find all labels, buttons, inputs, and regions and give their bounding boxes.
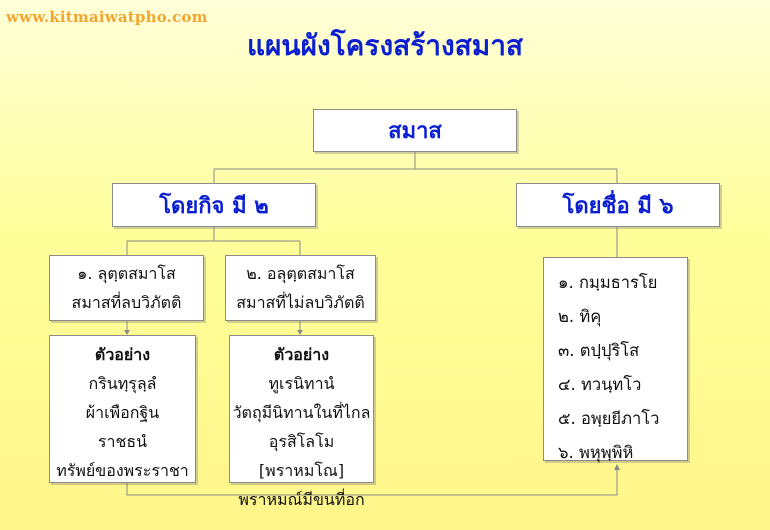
branch-by-function-box: โดยกิจ มี ๒ — [112, 183, 316, 227]
name-item: ๕. อพฺยยีภาโว — [558, 409, 660, 428]
type2-name: ๒. อลุตฺตสมาโส — [246, 264, 355, 283]
type2-meaning: สมาสที่ไม่ลบวิภัตติ — [236, 293, 365, 312]
example1-heading: ตัวอย่าง — [94, 345, 151, 364]
diagram-title: แผนผังโครงสร้างสมาส — [246, 29, 524, 62]
root-box: สมาส — [313, 109, 517, 152]
name-item: ๑. กมฺมธารโย — [558, 273, 658, 292]
example1-item: ผ้าเพือกฐิน — [85, 403, 160, 422]
type1-box: ๑. ลุตฺตสมาโส สมาสที่ลบวิภัตติ — [49, 255, 204, 321]
type1-name: ๑. ลุตฺตสมาโส — [77, 264, 176, 283]
name-item: ๒. ทิคุ — [558, 307, 602, 326]
example2-item: พราหมณ์มีขนที่อก — [238, 490, 365, 509]
arrow-head-icon — [297, 330, 303, 335]
example1-box: ตัวอย่าง กรินทฺรุลฺลํ ผ้าเพือกฐิน ราชธนํ… — [49, 335, 196, 483]
example2-item: ทูเรนิทานํ — [268, 374, 335, 393]
example1-item: กรินทฺรุลฺลํ — [88, 374, 157, 393]
branch-by-function-label: โดยกิจ มี ๒ — [159, 193, 269, 219]
arrow-head-icon — [124, 330, 130, 335]
name-item: ๓. ตปฺปุริโส — [558, 341, 640, 360]
example2-item: วัตถุมีนิทานในที่ไกล — [232, 403, 371, 422]
name-item: ๔. ทวนฺทโว — [558, 375, 642, 394]
site-watermark: www.kitmaiwatpho.com — [6, 8, 208, 26]
names-list-box: ๑. กมฺมธารโย ๒. ทิคุ ๓. ตปฺปุริโส ๔. ทวน… — [543, 257, 688, 462]
branch-by-name-label: โดยชื่อ มี ๖ — [562, 193, 674, 219]
type1-meaning: สมาสที่ลบวิภัตติ — [71, 293, 182, 312]
example1-item: ทรัพย์ของพระราชา — [56, 461, 189, 480]
type2-box: ๒. อลุตฺตสมาโส สมาสที่ไม่ลบวิภัตติ — [225, 255, 376, 321]
example2-box: ตัวอย่าง ทูเรนิทานํ วัตถุมีนิทานในที่ไกล… — [229, 335, 374, 509]
bottom-feedback-line — [126, 467, 618, 496]
example2-item: อุรสิโลโม [พราหมโณ] — [258, 432, 345, 480]
root-label: สมาส — [388, 119, 442, 144]
branch-by-name-box: โดยชื่อ มี ๖ — [516, 183, 720, 227]
name-item: ๖. พหุพฺพิหิ — [558, 443, 634, 462]
example1-item: ราชธนํ — [97, 432, 148, 451]
arrow-head-icon — [614, 464, 620, 470]
example2-heading: ตัวอย่าง — [273, 345, 330, 364]
